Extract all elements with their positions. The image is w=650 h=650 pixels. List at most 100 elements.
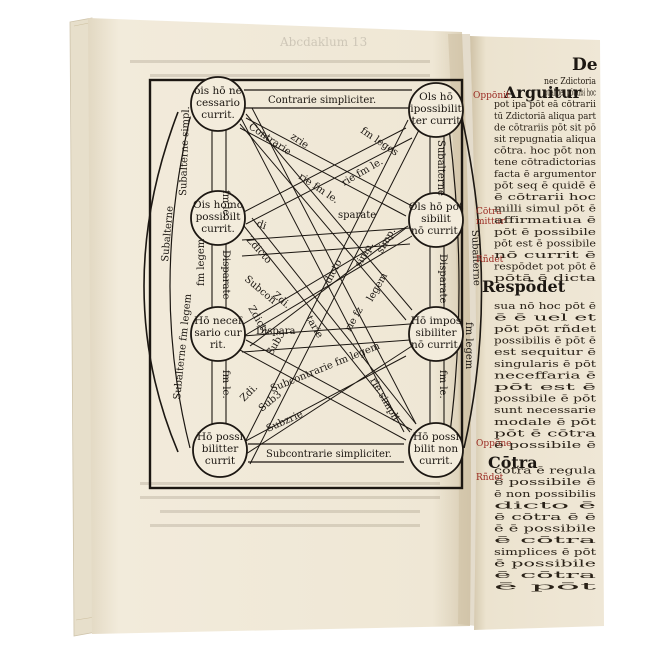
left-page	[88, 18, 471, 634]
node-text-ml2-1: sario cur	[194, 327, 242, 339]
label-disparate-right: Disparate	[437, 254, 448, 303]
proposition-node-bl	[192, 422, 248, 478]
body-line: sunt necessarie	[494, 406, 596, 416]
body-line: nec Zdictoria	[544, 77, 597, 87]
body-line: ē non possibilis	[494, 490, 597, 500]
node-text-ml1-0: Ois homo	[193, 199, 243, 211]
node-text-br-0: Hō possi	[413, 431, 460, 443]
margin-note-3: mittur	[476, 217, 505, 227]
label-subalterne-simpl: Subalterne simpl.	[178, 106, 192, 196]
body-line: pōt est ē possibile	[494, 239, 596, 249]
body-line: facta ē argumentor	[494, 170, 597, 180]
label-subalterne-right2: Subalterne	[469, 230, 482, 286]
label-disparate-v: Disparate	[220, 250, 231, 299]
inner-arc-left	[169, 117, 191, 449]
body-line: qualibet pōt ubi hoc	[544, 89, 596, 99]
label-fm-le-v2: fm le.	[220, 370, 231, 399]
body-line: tū Zdictoriā aliqua part	[494, 112, 596, 122]
body-line: possibile ē pōt	[494, 395, 597, 405]
body-line: pot ipa pōt eā cōtrarii	[494, 100, 596, 110]
margin-note-6: Rñdet	[476, 473, 504, 483]
label-contrarie-simpliciter: Contrarie simpliciter.	[268, 95, 376, 106]
body-line: cōtra ē regula	[494, 467, 597, 477]
proposition-node-mr2	[408, 306, 464, 362]
body-line: pōt est ē	[494, 383, 596, 393]
body-line: ē possibile ē	[494, 478, 596, 488]
body-line: pōt ē cōtra	[494, 429, 597, 439]
proposition-node-ml1	[190, 190, 246, 246]
body-line: ē cōtra ē ē	[494, 513, 596, 523]
body-line: pōt ē possibile	[494, 228, 596, 238]
node-text-mr1-2: nō currit.	[411, 225, 461, 237]
diagram-frame	[148, 78, 464, 490]
proposition-node-tl	[190, 76, 246, 132]
label-subalterne-left: Subalterne	[160, 206, 176, 263]
proposition-node-br	[408, 422, 464, 478]
label-subalterne-right: Subalterne	[435, 140, 446, 196]
node-text-ml1-2: currit.	[201, 223, 235, 235]
opposition-diagram	[143, 76, 483, 490]
outer-arc-right	[461, 117, 483, 449]
body-line: pōtā ē dicta	[494, 274, 597, 284]
label-dispara: Dispara	[256, 326, 295, 337]
body-line: possibilis ē pōt ē	[494, 337, 596, 347]
node-text-tl-0: ois hō ne	[194, 85, 242, 97]
top-band	[244, 89, 412, 109]
body-line: neceffaria ē	[494, 371, 596, 381]
margin-note-2: Cōtra	[476, 207, 502, 217]
node-text-mr2-1: sibiliter	[416, 327, 458, 339]
node-text-mr2-0: Hō impos	[411, 315, 462, 327]
body-line: sua nō hoc pōt ē	[494, 302, 596, 312]
node-text-br-1: bilit non	[414, 443, 458, 455]
body-line: sit repugnatia aliqua	[494, 135, 597, 145]
right-page-header: De	[572, 55, 598, 75]
proposition-node-ml2	[190, 306, 246, 362]
faint-heading: Abcdaklum 13	[279, 35, 367, 49]
node-text-bl-2: currit	[205, 455, 236, 467]
body-line: affirmatiua ē	[494, 216, 596, 226]
body-line: modale ē pōt	[494, 418, 597, 428]
margin-note-1: Oppōnit	[473, 91, 510, 101]
body-line: cōtra. hoc pōt non	[494, 147, 596, 157]
proposition-node-mr1	[408, 192, 464, 248]
heading-contra: Cōtra	[488, 453, 538, 472]
inner-arc-right	[447, 119, 460, 449]
label-fm-legem-left: fm legem	[196, 238, 207, 286]
bottom-band	[248, 443, 404, 463]
body-line: pōt seq ē quidē ē	[494, 181, 596, 191]
label-fm-le-right: fm le.	[437, 370, 448, 399]
node-text-mr1-0: Ols hō pot	[409, 201, 464, 213]
show-through-text: Abcdaklum 13	[130, 35, 440, 527]
body-line: ē possibile ē	[494, 441, 596, 451]
node-text-tl-2: currit.	[201, 109, 235, 121]
body-line: simplices ē pōt	[494, 548, 597, 558]
body-line: est sequitur ē	[494, 348, 596, 358]
right-page-text: De Arguitur Respōdet Cōtra Oppōnit Cōtra…	[473, 55, 598, 593]
body-line: singularis ē pōt	[494, 360, 597, 370]
body-line: ē ē uel et	[494, 313, 597, 323]
body-line: ē possibile	[494, 559, 596, 569]
node-text-tl-1: cessario	[196, 97, 240, 109]
outer-arc-left	[143, 111, 179, 453]
node-text-ml2-0: Hō necef	[194, 315, 243, 327]
label-subcontrarie-simpliciter: Subcontrarie simpliciter.	[266, 449, 392, 460]
body-line: nō currit ē	[494, 251, 596, 261]
body-line: ē pōt	[494, 583, 598, 593]
label-sparate: sparate	[338, 210, 376, 221]
node-text-bl-1: bilitter	[202, 443, 239, 455]
node-text-bl-0: Hō possi	[197, 431, 244, 443]
node-text-tr-1: ipossibilit	[410, 103, 462, 115]
heading-arguitur: Arguitur	[503, 83, 582, 102]
node-text-tr-2: ter currit	[411, 115, 461, 127]
label-fm-le-v1: fm le.	[220, 190, 231, 219]
proposition-node-tr	[408, 82, 464, 138]
body-line: pōt pōt rñdet	[494, 325, 597, 335]
body-line: dicto ē	[494, 501, 596, 511]
node-text-mr1-1: sibilit	[421, 213, 452, 225]
body-line: ē ē possibile	[494, 525, 596, 535]
body-line: de cōtrariis pōt sit pō	[494, 123, 596, 133]
node-text-ml2-2: rit.	[210, 339, 226, 351]
label-fm-legem-right: fm legem	[463, 322, 474, 370]
body-line: ē cōtrarii hoc	[494, 193, 596, 203]
